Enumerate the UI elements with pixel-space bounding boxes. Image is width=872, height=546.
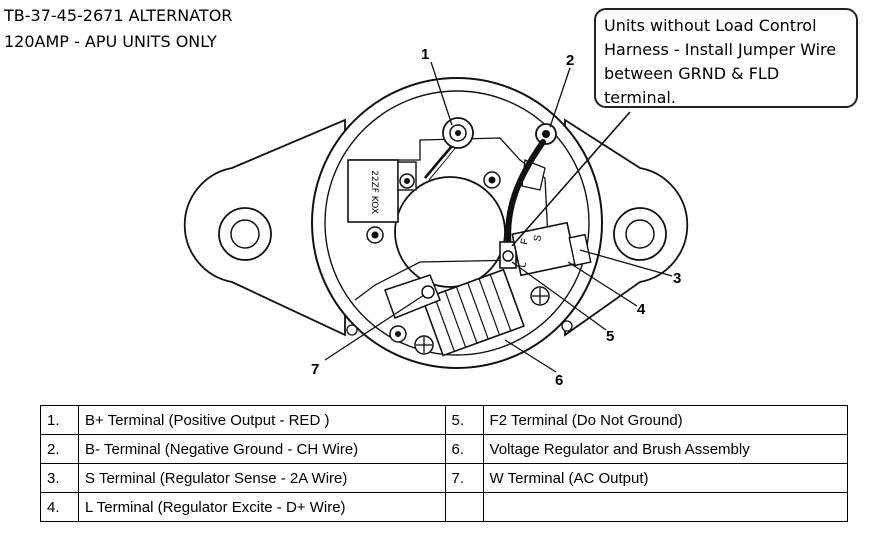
legend-description: Voltage Regulator and Brush Assembly [482,434,849,464]
label-1: 1 [421,46,429,63]
legend-description: L Terminal (Regulator Excite - D+ Wire) [78,492,446,522]
legend-description [482,492,849,522]
label-7: 7 [311,361,319,378]
jumper-wire-callout: Units without Load Control Harness - Ins… [594,8,858,108]
legend-number: 5. [444,405,484,435]
legend-description: F2 Terminal (Do Not Ground) [482,405,849,435]
legend-number: 7. [444,463,484,493]
diagram-title-line1: TB-37-45-2671 ALTERNATOR [4,6,233,25]
callout-line: between GRND & FLD [604,64,780,83]
legend-description: W Terminal (AC Output) [482,463,849,493]
terminal-letter-l: L [517,261,529,269]
label-5: 5 [606,328,614,345]
legend-number [444,492,484,522]
legend-number: 6. [444,434,484,464]
alternator-diagram: 22ZF KOX L F S [183,46,689,389]
suppression-capacitor [347,159,399,223]
terminal-letter-f: F [519,238,531,246]
table-row: 2. B- Terminal (Negative Ground - CH Wir… [39,434,849,464]
legend-number: 4. [39,492,80,522]
screw-head [414,335,434,355]
w-terminal [421,285,435,299]
legend-description: S Terminal (Regulator Sense - 2A Wire) [78,463,446,493]
callout-line: terminal. [604,88,676,107]
diagram-title-line2: 120AMP - APU UNITS ONLY [4,32,217,51]
parts-legend-table: 1. B+ Terminal (Positive Output - RED ) … [39,405,849,522]
label-4: 4 [637,301,646,318]
label-3: 3 [673,270,681,287]
legend-description: B+ Terminal (Positive Output - RED ) [78,405,446,435]
legend-number: 3. [39,463,80,493]
legend-description: B- Terminal (Negative Ground - CH Wire) [78,434,446,464]
voltage-regulator-assembly [421,268,525,357]
screw-head [530,286,550,306]
label-6: 6 [555,372,563,389]
capacitor-sticker-text: 22ZF KOX [369,170,379,214]
table-row: 3. S Terminal (Regulator Sense - 2A Wire… [39,463,849,493]
label-2: 2 [566,52,574,69]
callout-line: Harness - Install Jumper Wire [604,40,837,59]
center-bore [394,176,506,288]
legend-number: 2. [39,434,80,464]
terminal-letter-s: S [532,234,544,243]
table-row: 4. L Terminal (Regulator Excite - D+ Wir… [39,492,849,522]
callout-line: Units without Load Control [604,16,817,35]
legend-number: 1. [39,405,80,435]
table-row: 1. B+ Terminal (Positive Output - RED ) … [39,405,849,435]
